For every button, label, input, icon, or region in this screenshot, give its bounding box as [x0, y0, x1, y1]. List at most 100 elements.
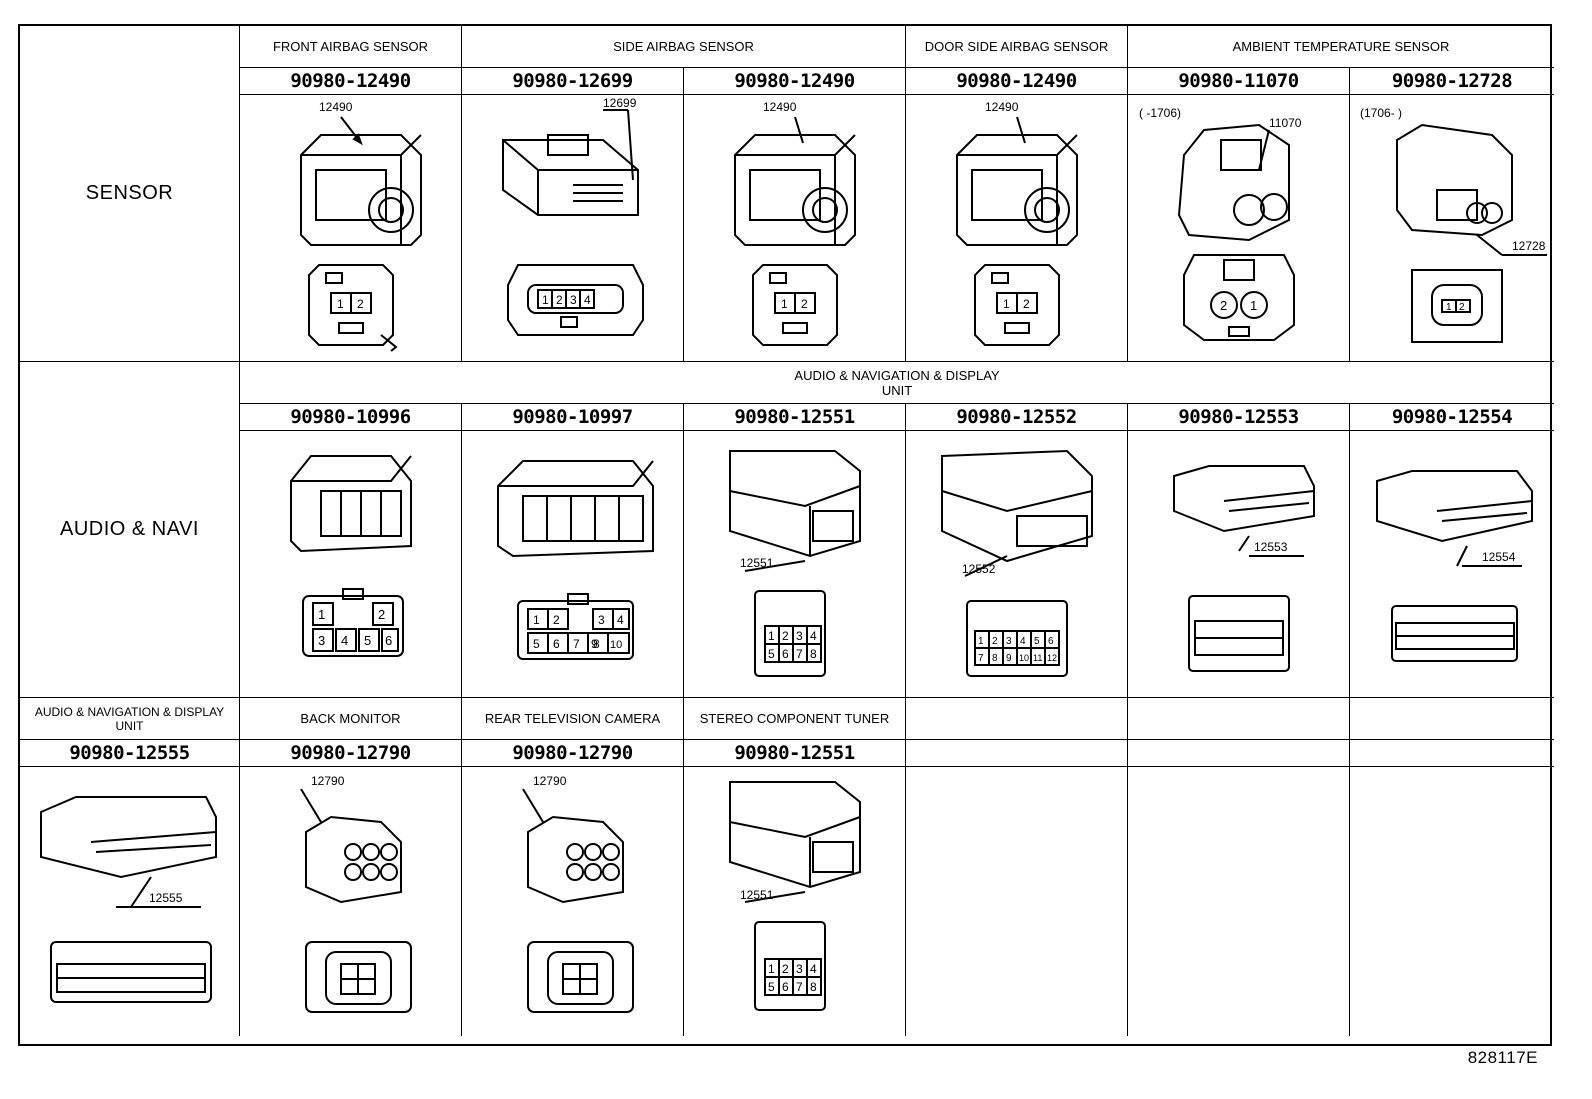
- pin-number: 5: [768, 980, 775, 994]
- pin-number: 6: [1048, 636, 1054, 647]
- pin-number: 2: [1459, 302, 1465, 313]
- pin-number: 4: [584, 293, 591, 307]
- pin-number: 3: [796, 629, 803, 643]
- part-number: 90980-12554: [1350, 404, 1554, 431]
- pin-number: 7: [796, 647, 803, 661]
- header-ambient-temperature-sensor: AMBIENT TEMPERATURE SENSOR: [1128, 26, 1554, 68]
- pin-number: 3: [318, 633, 325, 648]
- connector-drawing-12490: 12490 1 2: [906, 95, 1128, 362]
- empty-cell: [906, 740, 1128, 767]
- empty-cell: [1128, 740, 1350, 767]
- pin-number: 2: [1220, 298, 1227, 313]
- pin-number: 7: [978, 653, 984, 664]
- pin-number: 1: [768, 962, 775, 976]
- callout-label: 12490: [985, 100, 1019, 114]
- header-door-side-airbag-sensor: DOOR SIDE AIRBAG SENSOR: [906, 26, 1128, 68]
- connector-illustration: 12553: [1172, 465, 1315, 672]
- connector-drawing-12490: 12490 1 2: [684, 95, 906, 362]
- empty-cell: [1350, 767, 1554, 1036]
- connector-illustration: ( -1706) 11070 2 1: [1139, 106, 1302, 341]
- empty-cell: [906, 767, 1128, 1036]
- callout-label: 12554: [1482, 550, 1516, 564]
- connector-illustration: 1 2 3 4 5 6 7 8 9 10: [496, 460, 654, 660]
- connector-drawing-10996: 1 2 3 4 5 6: [240, 431, 462, 698]
- connector-drawing-12790: 12790: [462, 767, 684, 1036]
- empty-cell: [906, 698, 1128, 740]
- pin-number: 5: [364, 633, 371, 648]
- part-number: 90980-12728: [1350, 68, 1554, 95]
- pin-number: 2: [801, 297, 808, 311]
- header-audio-navigation-display-unit: AUDIO & NAVIGATION & DISPLAY UNIT: [240, 362, 1554, 404]
- pin-number: 6: [782, 980, 789, 994]
- pin-number: 3: [570, 293, 577, 307]
- pin-number: 12: [1047, 653, 1057, 663]
- connector-drawing-12790: 12790: [240, 767, 462, 1036]
- connector-drawing-10997: 1 2 3 4 5 6 7 8 9 10: [462, 431, 684, 698]
- pin-number: 8: [992, 653, 998, 664]
- pin-number: 5: [1034, 636, 1040, 647]
- connector-illustration: 12552 1 2 3 4 5 6 7 8 9 10 11 12: [940, 449, 1093, 677]
- header-front-airbag-sensor: FRONT AIRBAG SENSOR: [240, 26, 462, 68]
- callout-label: 12728: [1512, 239, 1546, 253]
- part-number: 90980-12551: [684, 404, 906, 431]
- date-note: (1706- ): [1360, 106, 1402, 120]
- connector-illustration: (1706- ) 12728 1 2: [1360, 106, 1547, 343]
- connector-illustration: 12790: [299, 774, 412, 1013]
- connector-illustration: 1 2 3 4 5 6: [289, 455, 412, 657]
- pin-number: 2: [553, 613, 560, 627]
- pin-number: 10: [610, 639, 622, 651]
- pin-number: 8: [810, 647, 817, 661]
- row-label-audio-navi: AUDIO & NAVI: [20, 362, 240, 698]
- pin-number: 1: [533, 613, 540, 627]
- part-number: 90980-12790: [462, 740, 684, 767]
- pin-number: 3: [598, 613, 605, 627]
- pin-number: 6: [553, 637, 560, 651]
- row-label-sensor: SENSOR: [20, 26, 240, 362]
- pin-number: 9: [591, 637, 598, 651]
- figure-id: 828117E: [1467, 1048, 1538, 1067]
- pin-number: 1: [1250, 298, 1257, 313]
- connector-drawing-12699: 12699 1 2 3 4: [462, 95, 684, 362]
- pin-number: 4: [810, 629, 817, 643]
- connector-illustration: 12555: [39, 796, 217, 1003]
- pin-number: 8: [593, 637, 600, 651]
- connector-drawing-12490: 12490 1 2: [240, 95, 462, 362]
- part-number: 90980-12490: [240, 68, 462, 95]
- pin-number: 1: [542, 293, 549, 307]
- part-number: 90980-10996: [240, 404, 462, 431]
- pin-number: 2: [357, 297, 364, 311]
- pin-number: 3: [796, 962, 803, 976]
- pin-number: 1: [781, 297, 788, 311]
- connector-drawing-12552: 12552 1 2 3 4 5 6 7 8 9 10 11 12: [906, 431, 1128, 698]
- callout-label: 12490: [763, 100, 797, 114]
- callout-label: 12790: [533, 774, 567, 788]
- part-number: 90980-11070: [1128, 68, 1350, 95]
- callout-label: 12552: [962, 562, 996, 576]
- connector-illustration: 12490 1 2: [733, 100, 856, 346]
- row-label-text: AUDIO & NAVI: [60, 518, 199, 540]
- pin-number: 6: [782, 647, 789, 661]
- pin-number: 2: [1023, 297, 1030, 311]
- connector-illustration: 12551 1 2 3 4 5 6 7 8: [728, 450, 861, 677]
- connector-drawing-12554: 12554: [1350, 431, 1554, 698]
- date-note: ( -1706): [1139, 106, 1181, 120]
- empty-cell: [1350, 698, 1554, 740]
- connector-drawing-12551: 12551 1 2 3 4 5 6 7 8: [684, 767, 906, 1036]
- part-number: 90980-12490: [906, 68, 1128, 95]
- header-stereo-component-tuner: STEREO COMPONENT TUNER: [684, 698, 906, 740]
- header-text: AUDIO & NAVIGATION & DISPLAY UNIT: [794, 367, 1000, 398]
- part-number: 90980-12699: [462, 68, 684, 95]
- part-number: 90980-12490: [684, 68, 906, 95]
- connector-illustration: 12490 1 2: [955, 100, 1078, 346]
- pin-number: 10: [1019, 653, 1029, 663]
- connector-chart: SENSOR FRONT AIRBAG SENSOR SIDE AIRBAG S…: [18, 24, 1554, 1046]
- connector-illustration: 12790: [521, 774, 634, 1013]
- connector-illustration: 12551 1 2 3 4 5 6 7 8: [728, 781, 861, 1011]
- pin-number: 7: [573, 637, 580, 651]
- callout-label: 11070: [1269, 116, 1302, 130]
- pin-number: 2: [782, 962, 789, 976]
- part-number: 90980-12551: [684, 740, 906, 767]
- pin-number: 2: [556, 293, 563, 307]
- connector-illustration: 12554: [1376, 470, 1533, 662]
- pin-number: 9: [1006, 653, 1012, 664]
